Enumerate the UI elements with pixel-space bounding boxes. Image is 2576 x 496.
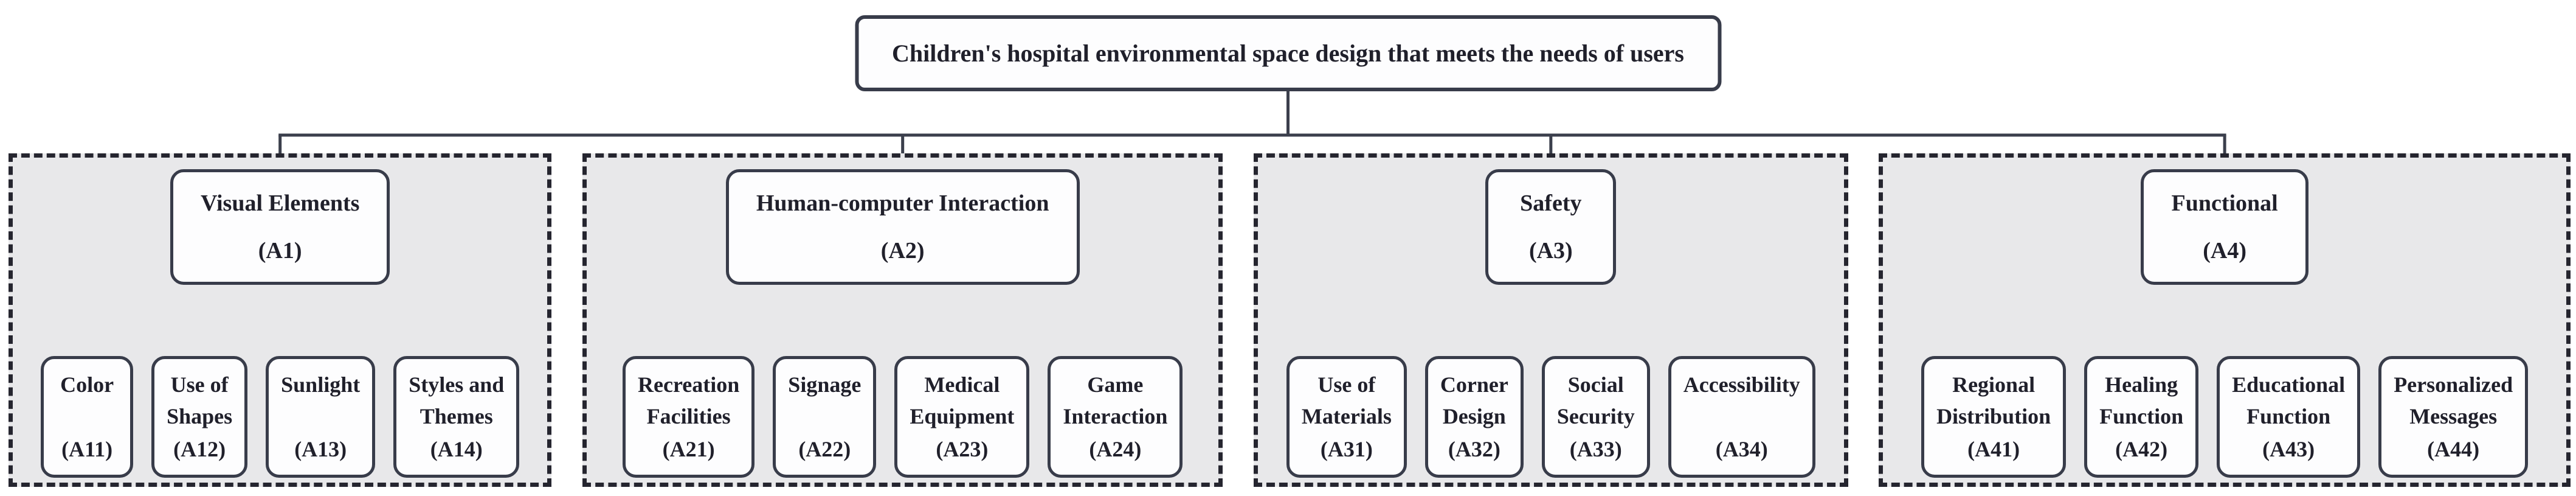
group-human-computer-interaction: Human-computer Interaction (A2) Recreati… — [582, 153, 1223, 487]
sub-row: Regional Distribution (A41) Healing Func… — [1921, 356, 2529, 478]
item-box-a24: Game Interaction (A24) — [1048, 356, 1183, 478]
item-code: (A41) — [1967, 437, 2020, 461]
item-label: Social Security — [1556, 372, 1635, 428]
root-box: Children's hospital environmental space … — [854, 15, 1722, 91]
group-functional: Functional (A4) Regional Distribution (A… — [1879, 153, 2571, 487]
item-code: (A13) — [294, 437, 347, 461]
item-label: Regional Distribution — [1936, 372, 2051, 428]
category-code: (A3) — [1528, 237, 1573, 264]
item-code: (A21) — [662, 437, 715, 461]
item-code: (A14) — [430, 437, 483, 461]
item-label: Healing Function — [2099, 372, 2184, 428]
item-box-a12: Use of Shapes (A12) — [151, 356, 248, 478]
item-label: Personalized Messages — [2394, 372, 2513, 428]
item-code: (A32) — [1448, 437, 1500, 461]
item-label: Recreation Facilities — [638, 372, 740, 428]
sub-row: Color (A11) Use of Shapes (A12) Sunlight… — [41, 356, 520, 478]
item-label: Sunlight — [281, 372, 361, 397]
item-box-a31: Use of Materials (A31) — [1286, 356, 1407, 478]
category-box-a4: Functional (A4) — [2141, 169, 2308, 285]
item-box-a32: Corner Design (A32) — [1424, 356, 1524, 478]
item-label: Accessibility — [1683, 372, 1800, 397]
item-label: Signage — [788, 372, 862, 397]
category-box-a3: Safety (A3) — [1485, 169, 1617, 285]
item-box-a34: Accessibility (A34) — [1668, 356, 1815, 478]
root-label: Children's hospital environmental space … — [891, 40, 1685, 67]
item-code: (A43) — [2262, 437, 2315, 461]
category-label: Safety — [1520, 190, 1582, 217]
item-code: (A12) — [173, 437, 226, 461]
item-box-a42: Healing Function (A42) — [2084, 356, 2199, 478]
sub-row: Recreation Facilities (A21) Signage (A22… — [623, 356, 1183, 478]
item-label: Game Interaction — [1063, 372, 1168, 428]
item-box-a22: Signage (A22) — [773, 356, 877, 478]
category-box-a2: Human-computer Interaction (A2) — [725, 169, 1080, 285]
item-code: (A11) — [61, 437, 113, 461]
item-code: (A44) — [2427, 437, 2480, 461]
item-label: Styles and Themes — [409, 372, 505, 428]
item-code: (A33) — [1569, 437, 1622, 461]
category-box-a1: Visual Elements (A1) — [170, 169, 390, 285]
item-code: (A31) — [1320, 437, 1373, 461]
category-code: (A2) — [880, 237, 925, 264]
item-code: (A23) — [936, 437, 989, 461]
category-code: (A4) — [2203, 237, 2246, 264]
item-code: (A34) — [1715, 437, 1768, 461]
item-box-a13: Sunlight (A13) — [266, 356, 376, 478]
item-box-a21: Recreation Facilities (A21) — [623, 356, 755, 478]
item-box-a23: Medical Equipment (A23) — [894, 356, 1030, 478]
item-label: Use of Materials — [1301, 372, 1392, 428]
item-code: (A42) — [2115, 437, 2168, 461]
item-label: Color — [60, 372, 114, 397]
group-visual-elements: Visual Elements (A1) Color (A11) Use of … — [9, 153, 552, 487]
item-box-a43: Educational Function (A43) — [2217, 356, 2361, 478]
item-label: Educational Function — [2232, 372, 2346, 428]
sub-row: Use of Materials (A31) Corner Design (A3… — [1286, 356, 1815, 478]
item-box-a41: Regional Distribution (A41) — [1921, 356, 2067, 478]
item-box-a33: Social Security (A33) — [1541, 356, 1650, 478]
group-safety: Safety (A3) Use of Materials (A31) Corne… — [1254, 153, 1848, 487]
groups-row: Visual Elements (A1) Color (A11) Use of … — [9, 153, 2571, 487]
item-code: (A22) — [798, 437, 851, 461]
item-code: (A24) — [1089, 437, 1142, 461]
item-label: Medical Equipment — [910, 372, 1015, 428]
item-label: Use of Shapes — [167, 372, 233, 428]
item-label: Corner Design — [1440, 372, 1508, 428]
category-label: Visual Elements — [200, 190, 360, 217]
item-box-a11: Color (A11) — [41, 356, 134, 478]
category-label: Human-computer Interaction — [756, 190, 1049, 217]
item-box-a44: Personalized Messages (A44) — [2378, 356, 2529, 478]
item-box-a14: Styles and Themes (A14) — [393, 356, 520, 478]
category-label: Functional — [2171, 190, 2278, 217]
category-code: (A1) — [258, 237, 302, 264]
